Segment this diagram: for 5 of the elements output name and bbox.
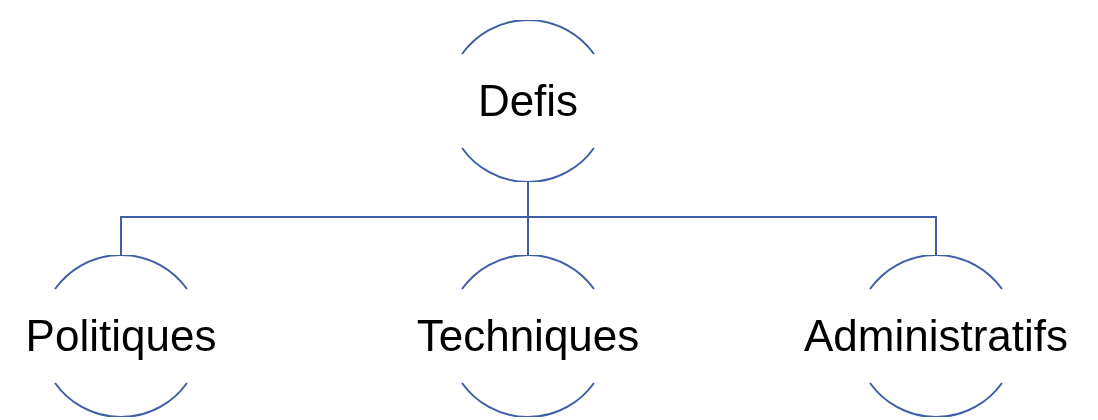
node-label: Defis xyxy=(477,79,579,123)
node-label: Administratifs xyxy=(803,314,1069,358)
connector-line xyxy=(527,181,937,256)
node-label: Politiques xyxy=(25,314,217,358)
node-label: Techniques xyxy=(416,314,640,358)
